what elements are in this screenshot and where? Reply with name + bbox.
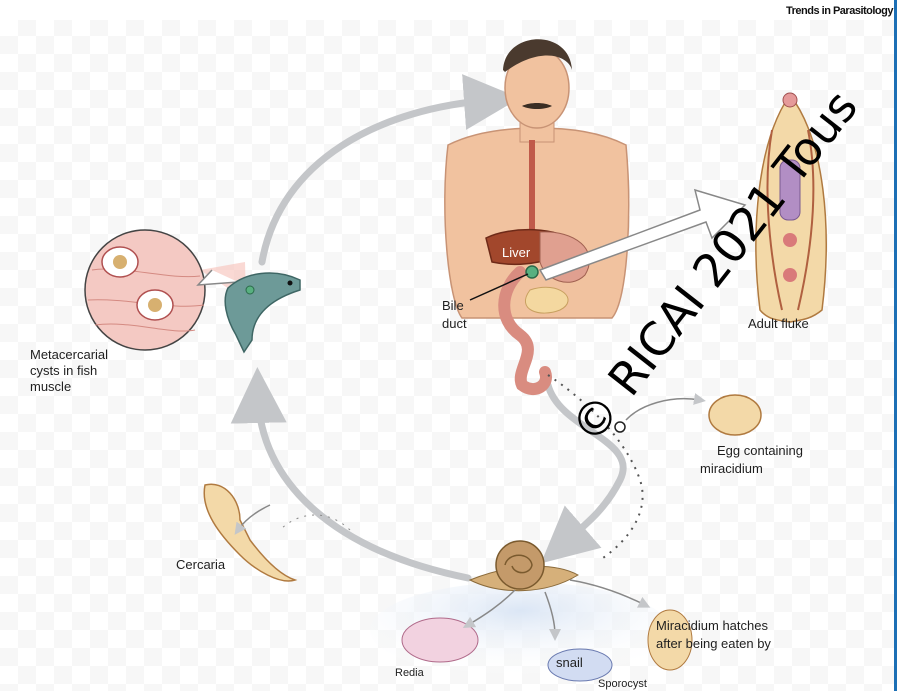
label-adult-fluke: Adult fluke (748, 316, 809, 332)
label-egg-line1: Egg containing (717, 443, 803, 459)
label-metacercarial-line2: cysts in fish (30, 363, 97, 379)
label-miracidium-line2: after being eaten by (656, 636, 771, 652)
label-snail: snail (556, 655, 583, 671)
label-cercaria: Cercaria (176, 557, 225, 573)
label-liver: Liver (502, 245, 530, 261)
source-label: Trends in Parasitology (786, 5, 893, 17)
label-miracidium-line1: Miracidium hatches (656, 618, 768, 634)
cyst-magnifier (85, 230, 205, 350)
label-egg-line2: miracidium (700, 461, 763, 477)
label-metacercarial-line3: muscle (30, 379, 71, 395)
label-redia: Redia (395, 665, 424, 681)
label-bile-duct-line2: duct (442, 316, 467, 332)
label-metacercarial-line1: Metacercarial (30, 347, 108, 363)
label-bile-duct-line1: Bile (442, 298, 464, 314)
label-sporocyst: Sporocyst (598, 676, 647, 692)
